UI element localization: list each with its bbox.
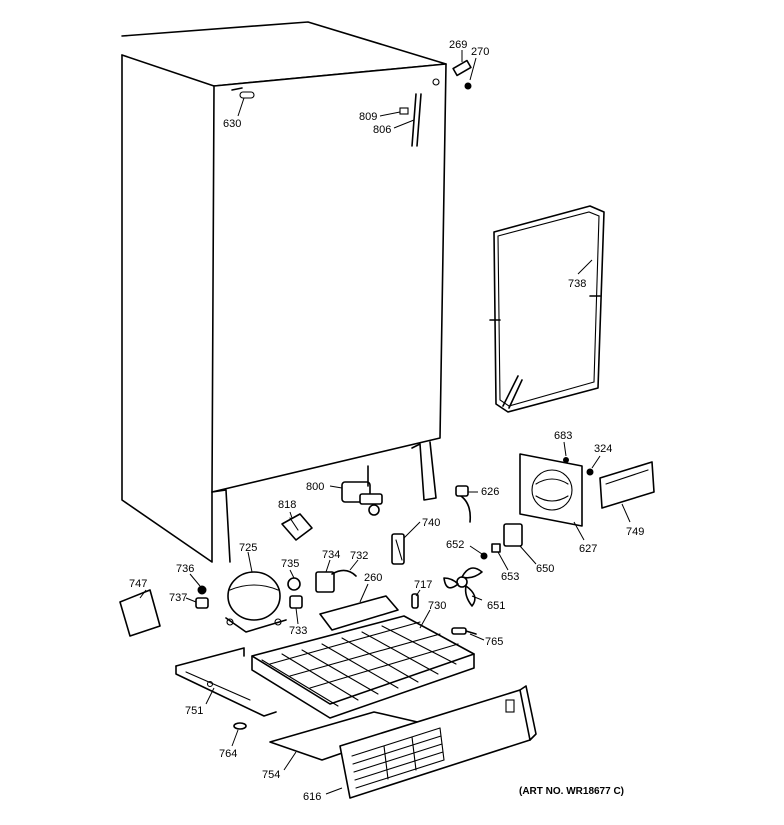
cabinet: [121, 21, 447, 563]
part-740: [391, 533, 405, 565]
part-627-shroud: [519, 453, 594, 527]
callout-616: 616: [303, 791, 321, 803]
callout-733: 733: [289, 625, 307, 637]
callout-764: 764: [219, 748, 237, 760]
callout-650: 650: [536, 563, 554, 575]
part-800-valve: [341, 465, 383, 516]
callout-683: 683: [554, 430, 572, 442]
part-734-732-735-733: [287, 569, 357, 609]
callout-652: 652: [446, 539, 464, 551]
part-751-base-pan: [175, 647, 277, 717]
callout-747: 747: [129, 578, 147, 590]
callout-labels: 269 270 630 809 806 738 683 324 800 818 …: [129, 39, 644, 803]
part-626: [455, 485, 472, 523]
part-765: [451, 627, 477, 635]
callout-749: 749: [626, 526, 644, 538]
callout-260: 260: [364, 572, 382, 584]
part-616-grille: [339, 685, 537, 799]
callout-626: 626: [481, 486, 499, 498]
part-738-gasket: [489, 205, 605, 413]
callout-269: 269: [449, 39, 467, 51]
callout-809: 809: [359, 111, 377, 123]
callout-806: 806: [373, 124, 391, 136]
part-818-bracket: [281, 513, 313, 541]
callout-738: 738: [568, 278, 586, 290]
callout-717: 717: [414, 579, 432, 591]
callout-737: 737: [169, 592, 187, 604]
callout-735: 735: [281, 558, 299, 570]
part-749-cover: [599, 461, 655, 509]
callout-734: 734: [322, 549, 340, 561]
part-736-737-747: [119, 585, 209, 637]
callout-732: 732: [350, 550, 368, 562]
part-717: [411, 593, 419, 609]
callout-736: 736: [176, 563, 194, 575]
callout-324: 324: [594, 443, 612, 455]
callout-800: 800: [306, 481, 324, 493]
callout-725: 725: [239, 542, 257, 554]
callout-751: 751: [185, 705, 203, 717]
callout-818: 818: [278, 499, 296, 511]
part-269-270: [452, 59, 472, 90]
callout-765: 765: [485, 636, 503, 648]
part-651-fan-blade: [443, 567, 483, 607]
callout-740: 740: [422, 517, 440, 529]
part-730-condenser: [251, 615, 475, 719]
callout-630: 630: [223, 118, 241, 130]
callout-627: 627: [579, 543, 597, 555]
leader-lines: [139, 50, 631, 795]
art-number: (ART NO. WR18677 C): [519, 786, 624, 797]
part-764: [233, 722, 247, 730]
callout-653: 653: [501, 571, 519, 583]
callout-730: 730: [428, 600, 446, 612]
part-260: [319, 595, 399, 631]
part-650-652-653: [480, 523, 523, 560]
part-725-compressor: [225, 571, 287, 633]
callout-651: 651: [487, 600, 505, 612]
callout-754: 754: [262, 769, 280, 781]
callout-270: 270: [471, 46, 489, 58]
